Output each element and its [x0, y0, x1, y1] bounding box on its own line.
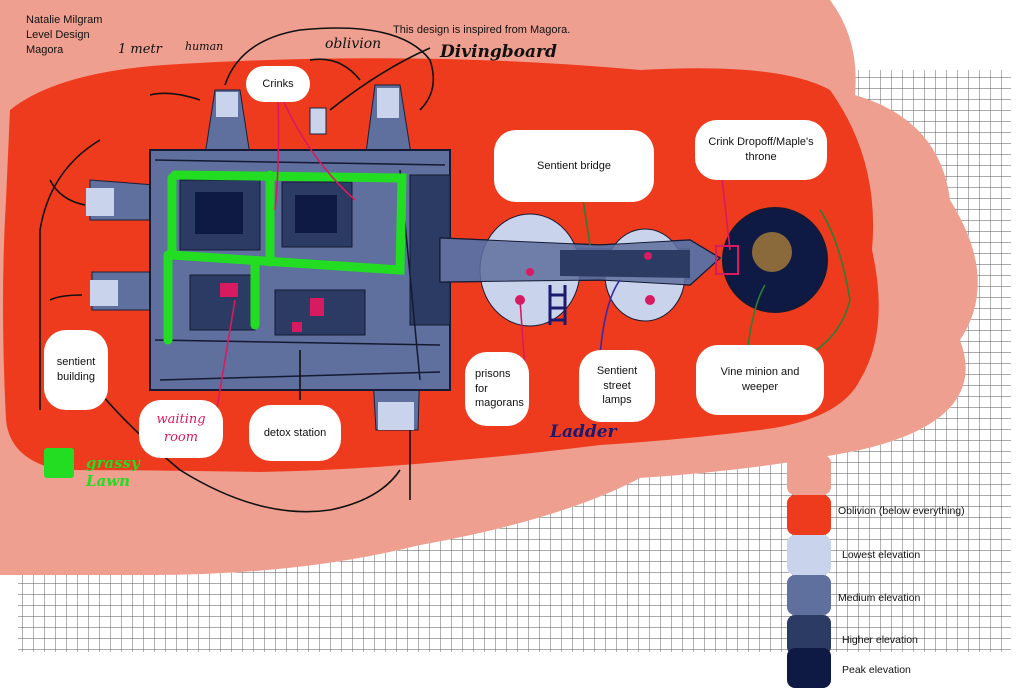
legend-label-medium: Medium elevation — [838, 592, 921, 604]
course-name: Level Design — [26, 28, 90, 41]
annotation-lines — [39, 27, 435, 513]
legend-label-peak: Peak elevation — [842, 664, 911, 676]
legend-label-higher: Higher elevation — [842, 634, 918, 646]
prisons-callout: prisons for magorans — [465, 352, 529, 426]
legend-swatch-peak — [787, 648, 831, 688]
street-lamps-callout: Sentient street lamps — [579, 350, 655, 422]
world-name: Magora — [26, 43, 64, 56]
ladder-note: Ladder — [550, 422, 617, 442]
grassy-lawn-paths — [163, 170, 407, 345]
sentient-building-callout: sentient building — [44, 330, 108, 410]
legend-swatch-medium — [787, 575, 831, 615]
crink-dropoff-callout: Crink Dropoff/Maple's throne — [695, 120, 827, 180]
crinks-callout: Crinks — [246, 66, 310, 102]
human-scale-note: human — [185, 40, 224, 53]
callout-pointer-lines — [214, 97, 851, 421]
grassy-lawn-note: grassy Lawn — [86, 454, 140, 490]
meter-scale-note: 1 metr — [118, 42, 162, 57]
sentient-bridge-callout: Sentient bridge — [494, 130, 654, 202]
legend-label-oblivion: Oblivion (below everything) — [838, 505, 965, 517]
legend-swatch-oblivion — [787, 495, 831, 535]
legend-swatch-outer — [787, 455, 831, 495]
ladder-marker — [548, 285, 567, 325]
inspiration-note: This design is inspired from Magora. — [393, 24, 571, 36]
legend-label-lowest: Lowest elevation — [842, 549, 921, 561]
diving-board-note: Divingboard — [440, 42, 557, 62]
waiting-room-note: waiting room — [156, 412, 206, 445]
credits-block: Natalie Milgram Level Design Magora — [26, 13, 102, 58]
legend-swatch-lowest — [787, 535, 831, 575]
author-name: Natalie Milgram — [26, 14, 103, 26]
waiting-room-callout: waiting room — [139, 400, 223, 458]
oblivion-handwritten: oblivion — [325, 36, 382, 52]
grass-swatch — [44, 448, 74, 478]
detox-station-callout: detox station — [249, 405, 341, 461]
throne-island — [715, 207, 828, 313]
vine-minion-callout: Vine minion and weeper — [696, 345, 824, 415]
